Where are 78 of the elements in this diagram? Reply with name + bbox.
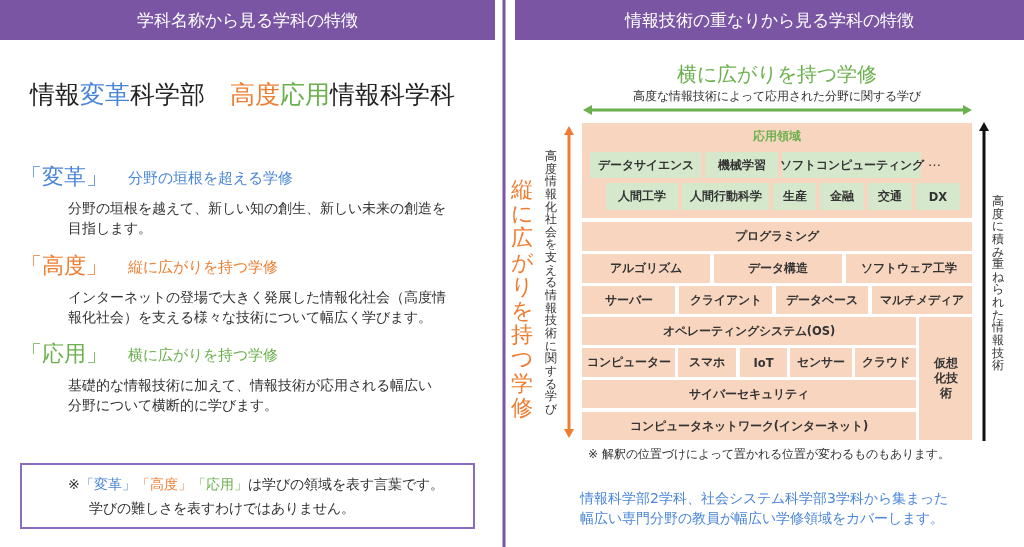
topic-box [714, 254, 842, 283]
summary-text: 情報科学部2学科、社会システム科学部3学科から集まった幅広い専門分野の教員が幅広い学修領域をカバーします。 [580, 489, 949, 529]
topic-box [776, 286, 868, 314]
box-label: クラウド [861, 355, 910, 370]
box-label: データベース [786, 292, 858, 308]
topic-box [678, 348, 736, 377]
topic-box [919, 317, 972, 440]
box-label: DX [928, 189, 948, 204]
topic-box [682, 183, 769, 210]
header-band [515, 0, 1024, 40]
topic-box [820, 183, 864, 210]
topic-box [582, 348, 675, 377]
keyword-heading: 「変革」 [20, 164, 108, 191]
topic-box [582, 222, 972, 251]
box-label: プログラミング [735, 229, 819, 244]
domain-area [582, 123, 972, 218]
box-label: マルチメディア [880, 292, 964, 308]
topic-box [582, 412, 916, 440]
axis-subtitle: 高度な情報技術によって応用された分野に関する学び [632, 89, 922, 104]
topic-box [679, 286, 772, 314]
note-text: ※「変革」「高度」「応用」は学びの領域を表す言葉です。学びの難しさを表すわけではありません。 [68, 474, 445, 518]
topic-box [790, 348, 852, 377]
description-text: 分野の垣根を越えて、新しい知の創生、新しい未来の創造を目指します。 [68, 199, 447, 239]
box-label: サイバーセキュリティ [689, 386, 809, 402]
box-label: 仮想化技術 [932, 356, 959, 401]
department-name: 高度応用情報科学科 [230, 80, 455, 110]
box-label: データ構造 [748, 261, 808, 276]
keyword-heading: 「高度」 [20, 253, 108, 280]
keyword-subtitle: 縦に広がりを持つ学修 [128, 258, 278, 276]
box-label: 交通 [878, 189, 902, 204]
axis-subtitle: 高度情報化社会を支える情報技術に関する学び [545, 150, 557, 416]
topic-box [872, 286, 972, 314]
keyword-subtitle: 分野の垣根を超える学修 [128, 169, 293, 187]
box-label: データサイエンス [597, 157, 694, 173]
topic-box [705, 152, 778, 178]
box-label: コンピュータネットワーク(インターネット) [629, 418, 869, 434]
box-label: IoT [753, 355, 774, 370]
box-label: 生産 [782, 189, 807, 204]
header-title: 学科名称から見る学科の特徴 [137, 8, 358, 32]
topic-box [582, 380, 916, 408]
description-text: インターネットの登場で大きく発展した情報化社会（高度情報化社会）を支える様々な技術について幅広く学びます。 [68, 288, 447, 328]
box-label: オペレーティングシステム(OS) [662, 323, 836, 339]
box-label: 人間行動科学 [689, 189, 762, 204]
topic-box [846, 254, 972, 283]
topic-box [590, 152, 701, 178]
topic-box [868, 183, 912, 210]
axis-title: 縦に広がりを持つ学修 [511, 178, 533, 420]
topic-box [855, 348, 916, 377]
keyword-heading: 「応用」 [20, 341, 108, 368]
description-text: 基礎的な情報技術に加えて、情報技術が応用される幅広い分野について横断的に学びます。 [68, 376, 433, 416]
topic-box [582, 254, 710, 283]
header-title: 情報技術の重なりから見る学科の特徴 [625, 8, 914, 32]
box-label: 機械学習 [717, 157, 766, 173]
topic-box [740, 348, 787, 377]
note-box [20, 463, 475, 529]
topic-box [773, 183, 816, 210]
box-label: 人間工学 [618, 189, 666, 204]
area-heading: 応用領域 [752, 129, 802, 144]
header-band [0, 0, 495, 40]
box-label: サーバー [604, 292, 653, 308]
topic-box [606, 183, 678, 210]
keyword-subtitle: 横に広がりを持つ学修 [128, 346, 278, 364]
box-label: ソフトウェア工学 [861, 261, 957, 276]
topic-box [916, 183, 960, 210]
box-label: 金融 [830, 189, 854, 204]
box-label: コンピューター [586, 355, 671, 370]
box-label: アルゴリズム [610, 261, 682, 276]
topic-box [582, 317, 916, 345]
axis-subtitle: 高度に積み重ねられた情報技術 [992, 195, 1004, 372]
box-label: ソフトコンピューティング [779, 157, 924, 173]
topic-box [582, 286, 675, 314]
box-label: スマホ [689, 355, 725, 370]
axis-title: 横に広がりを持つ学修 [677, 62, 877, 86]
department-name: 情報変革科学部 [30, 80, 205, 110]
ellipsis-text: … [928, 154, 941, 170]
box-label: センサー [797, 355, 845, 370]
box-label: クライアント [689, 292, 762, 308]
footnote-text: ※ 解釈の位置づけによって置かれる位置が変わるものもあります。 [588, 447, 950, 462]
